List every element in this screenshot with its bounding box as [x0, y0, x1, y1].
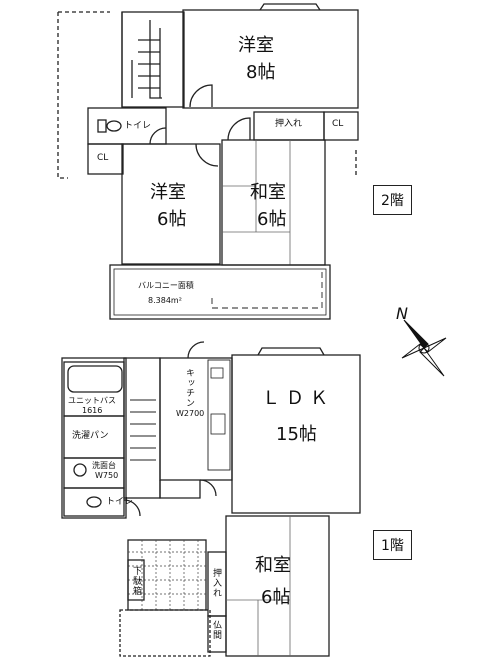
floor-1-label: 1階 [373, 530, 412, 560]
room-japanese-6-1f [225, 515, 330, 657]
shoe-box [127, 559, 145, 601]
room-japanese-2f-name: 和室 [250, 182, 286, 203]
room-ldk [231, 354, 361, 514]
closet-right [323, 111, 359, 141]
toilet-1f-label: トイレ [106, 497, 134, 507]
butsuma-label: 仏間 [211, 620, 221, 640]
room-western-8-size: 8帖 [246, 62, 276, 83]
room-japanese-2f-size: 6帖 [257, 209, 287, 230]
room-japanese-1f-name: 和室 [255, 555, 291, 576]
shoe-box-label: 下駄箱 [131, 566, 141, 596]
porch [119, 609, 211, 657]
balcony-label: バルコニー面積 [138, 281, 194, 290]
room-western-6-size: 6帖 [157, 209, 187, 230]
floor-2-label: 2階 [373, 185, 412, 215]
compass-icon [401, 319, 447, 377]
closet-left-label: CL [97, 153, 109, 163]
stair-1f [123, 357, 161, 499]
kitchen-label: キッチン [184, 368, 194, 408]
unit-bath-label: ユニットバス [68, 396, 116, 405]
roof-outline [57, 12, 68, 179]
washing-pan-label: 洗濯パン [72, 431, 109, 441]
closet-right-label: CL [332, 119, 344, 129]
butsuma [207, 615, 227, 653]
washbasin-label: 洗面台 [92, 461, 116, 470]
bath-block [61, 357, 127, 519]
oshiire-2f-label: 押入れ [275, 119, 303, 129]
toilet-1f [63, 487, 125, 517]
washbasin-size: W750 [95, 471, 119, 480]
ldk-name: ＬＤＫ [262, 388, 334, 409]
room-japanese-1f-size: 6帖 [261, 587, 291, 608]
compass-north-label: N [396, 304, 408, 323]
room-western-6 [121, 143, 221, 265]
ldk-size: 15帖 [276, 424, 317, 445]
unit-bath-size: 1616 [82, 406, 103, 415]
room-western-8 [182, 9, 359, 109]
kitchen [159, 357, 233, 481]
closet-left [87, 143, 124, 175]
kitchen-size: W2700 [176, 409, 205, 418]
oshiire-1f-label: 押入れ [211, 568, 221, 598]
room-western-6-name: 洋室 [150, 182, 186, 203]
room-western-8-name: 洋室 [238, 35, 274, 56]
balcony [109, 264, 331, 320]
stair-2f [121, 11, 185, 108]
balcony-area: 8.384m² [148, 296, 182, 305]
toilet-2f-label: トイレ [124, 121, 152, 131]
